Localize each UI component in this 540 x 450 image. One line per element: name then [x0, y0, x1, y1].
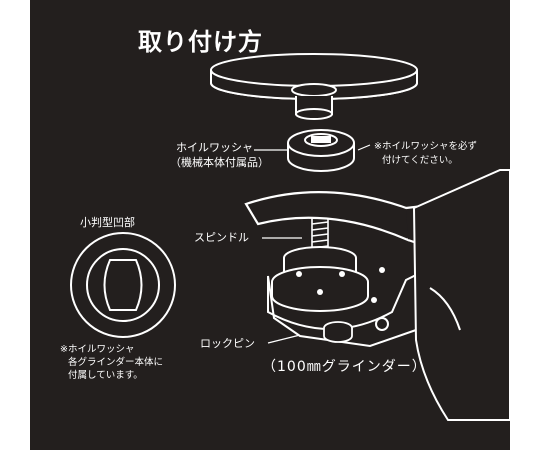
- diagram-panel: 取り付け方 ホイルワッシャ （機械本体付属品） ※ホイルワッシャを必ず 付けてく…: [30, 0, 510, 450]
- wheel-washer-label: ホイルワッシャ: [176, 141, 253, 154]
- included-note-line3: 付属しています。: [68, 370, 143, 381]
- gear-head: [267, 246, 436, 348]
- spindle-label: スピンドル: [194, 231, 249, 244]
- lock-pin-label: ロックピン: [200, 337, 255, 350]
- washer-note-line2: 付けてください。: [382, 155, 458, 166]
- page-title: 取り付け方: [138, 28, 263, 56]
- lock-pin: [323, 321, 353, 343]
- disc-nut: [295, 96, 333, 120]
- included-note-line1: ※ホイルワッシャ: [60, 344, 135, 355]
- washer-note-line1: ※ホイルワッシャを必ず: [374, 141, 477, 152]
- included-note-line2: 各グラインダー本体に: [68, 357, 164, 368]
- sanding-disc: [210, 53, 418, 100]
- small-recess-label: 小判型凹部: [80, 216, 135, 229]
- grinder-assembly-illustration: [70, 53, 510, 421]
- wheel-guard: [244, 191, 442, 250]
- motor-body: [375, 169, 510, 421]
- grinder-caption: （100㎜グラインダー）: [262, 359, 427, 375]
- wheel-washer-sub-label: （機械本体付属品）: [170, 156, 269, 169]
- small-recess-detail: [70, 232, 176, 338]
- wheel-washer-part: [287, 129, 355, 172]
